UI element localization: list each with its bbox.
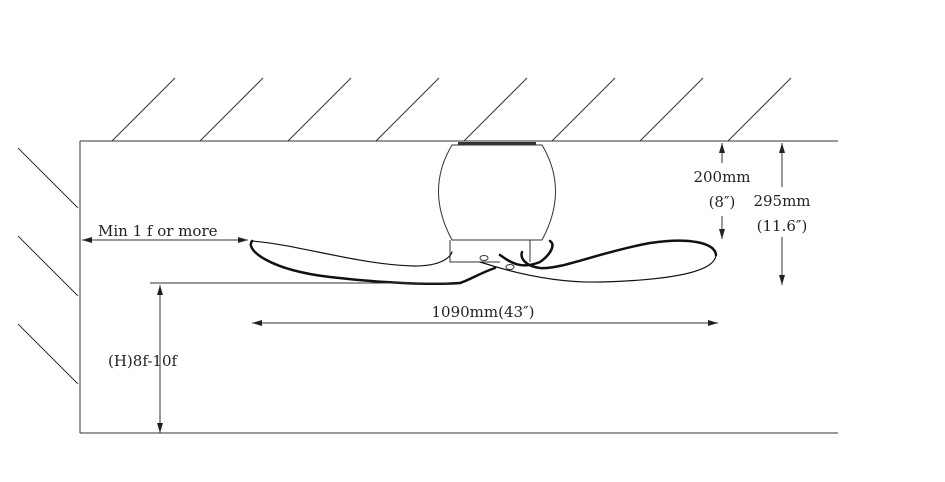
right-blade-bottom-edge bbox=[479, 254, 717, 283]
ceiling-hatch bbox=[111, 77, 792, 142]
blade-screw bbox=[479, 255, 489, 261]
ceiling-fan bbox=[249, 142, 718, 285]
fan-drop-mm-label: 200mm bbox=[693, 168, 750, 186]
left-blade-bottom-edge bbox=[249, 239, 497, 285]
right-blade-top-edge bbox=[520, 239, 718, 270]
fan-mount-plate bbox=[458, 142, 536, 145]
room-outline bbox=[79, 140, 838, 434]
side-clearance-label: Min 1 f or more bbox=[98, 222, 218, 240]
blade-span-label: 1090mm(43″) bbox=[431, 303, 534, 321]
wall-hatch bbox=[17, 147, 79, 385]
left-blade-top-edge bbox=[251, 240, 453, 267]
fan-canopy bbox=[438, 144, 556, 241]
mount-height-label: (H)8f-10f bbox=[108, 352, 179, 370]
total-drop-in-label: (11.6″) bbox=[757, 217, 808, 235]
blade-screw bbox=[505, 264, 515, 270]
total-drop-mm-label: 295mm bbox=[753, 192, 810, 210]
fan-drop-in-label: (8″) bbox=[709, 193, 736, 211]
rear-blade-edge bbox=[498, 239, 554, 267]
motor-housing bbox=[449, 240, 531, 263]
